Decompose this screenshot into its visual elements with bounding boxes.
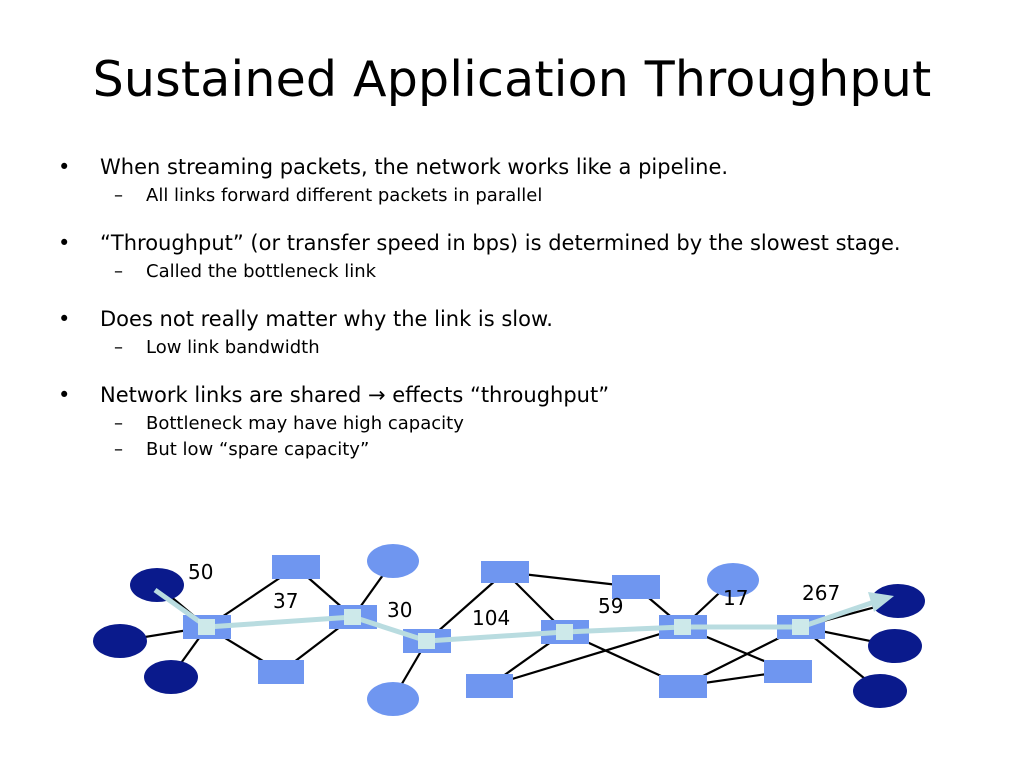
sub-bullet-list: – All links forward different packets in… xyxy=(100,183,958,209)
path-marker xyxy=(674,619,691,635)
path-marker xyxy=(198,619,215,635)
throughput-path-arrowhead xyxy=(868,592,894,612)
sub-bullet-text: But low “spare capacity” xyxy=(146,439,370,460)
bullet-text: “Throughput” (or transfer speed in bps) … xyxy=(100,231,901,255)
bullet-item: • Does not really matter why the link is… xyxy=(58,306,958,361)
sub-bullet-text: Bottleneck may have high capacity xyxy=(146,413,464,434)
bullet-item: • “Throughput” (or transfer speed in bps… xyxy=(58,230,958,285)
path-marker xyxy=(792,619,809,635)
link-label: 267 xyxy=(802,581,840,605)
host-node xyxy=(93,624,147,658)
path-markers xyxy=(198,609,809,649)
slide-title: Sustained Application Throughput xyxy=(92,51,932,108)
bullet-item: • When streaming packets, the network wo… xyxy=(58,154,958,209)
link-labels: 50 37 30 104 59 17 267 xyxy=(188,560,840,630)
host-node xyxy=(853,674,907,708)
sub-bullet-item: – Called the bottleneck link xyxy=(100,259,958,285)
path-marker xyxy=(556,624,573,640)
bullet-text: When streaming packets, the network work… xyxy=(100,155,729,179)
host-node xyxy=(130,568,184,602)
link-label: 104 xyxy=(472,606,510,630)
router-node xyxy=(258,660,304,684)
sub-bullet-item: – All links forward different packets in… xyxy=(100,183,958,209)
host-node xyxy=(871,584,925,618)
throughput-path xyxy=(153,587,894,649)
router-node xyxy=(272,555,320,579)
bullet-list: • When streaming packets, the network wo… xyxy=(58,154,958,463)
router-node xyxy=(764,660,812,683)
sub-bullet-glyph: – xyxy=(114,337,123,358)
host-node xyxy=(367,544,419,578)
path-marker xyxy=(418,633,435,649)
host-node xyxy=(144,660,198,694)
sub-bullet-item: – But low “spare capacity” xyxy=(100,437,958,463)
sub-bullet-list: – Called the bottleneck link xyxy=(100,259,958,285)
bullet-glyph: • xyxy=(58,231,71,255)
host-node xyxy=(707,563,759,597)
sub-bullet-list: – Bottleneck may have high capacity – Bu… xyxy=(100,411,958,463)
link-label: 37 xyxy=(273,589,298,613)
link-label: 59 xyxy=(598,594,623,618)
link-label: 50 xyxy=(188,560,213,584)
router-node xyxy=(612,575,660,599)
network-link xyxy=(488,625,684,688)
bullet-item: • Network links are shared → effects “th… xyxy=(58,382,958,463)
sub-bullet-glyph: – xyxy=(114,185,123,206)
sub-bullet-list: – Low link bandwidth xyxy=(100,335,958,361)
throughput-path-line xyxy=(153,587,881,644)
sub-bullet-item: – Bottleneck may have high capacity xyxy=(100,411,958,437)
bullet-glyph: • xyxy=(58,155,71,179)
router-node xyxy=(466,674,513,698)
sub-bullet-glyph: – xyxy=(114,261,123,282)
hosts xyxy=(93,544,925,716)
bullet-glyph: • xyxy=(58,383,71,407)
sub-bullet-glyph: – xyxy=(114,439,123,460)
router-node xyxy=(481,561,529,583)
sub-bullet-text: Called the bottleneck link xyxy=(146,261,377,282)
sub-bullet-text: Low link bandwidth xyxy=(146,337,320,358)
bullet-text: Network links are shared → effects “thro… xyxy=(100,383,610,407)
router-node xyxy=(659,675,707,698)
link-label: 17 xyxy=(723,586,748,610)
bullet-glyph: • xyxy=(58,307,71,331)
host-node xyxy=(868,629,922,663)
sub-bullet-glyph: – xyxy=(114,413,123,434)
sub-bullet-item: – Low link bandwidth xyxy=(100,335,958,361)
bullet-text: Does not really matter why the link is s… xyxy=(100,307,553,331)
path-marker xyxy=(344,609,361,625)
network-diagram: 50 37 30 104 59 17 267 xyxy=(93,544,925,716)
sub-bullet-text: All links forward different packets in p… xyxy=(146,185,543,206)
link-label: 30 xyxy=(387,598,412,622)
host-node xyxy=(367,682,419,716)
